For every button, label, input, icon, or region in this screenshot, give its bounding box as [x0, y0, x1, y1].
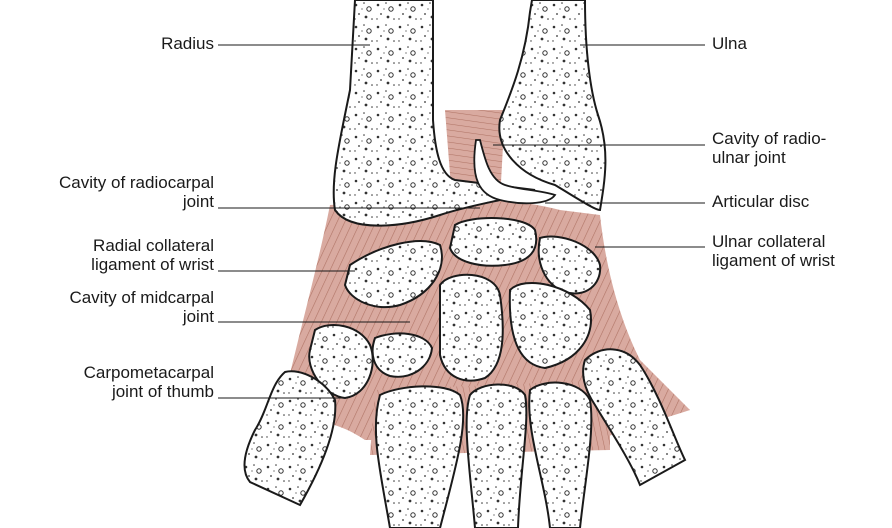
label-ulnar-collateral-ligament: Ulnar collateral ligament of wrist	[712, 232, 887, 270]
label-articular-disc: Articular disc	[712, 192, 887, 211]
label-radial-collateral-ligament: Radial collateral ligament of wrist	[0, 236, 214, 274]
label-radioulnar-cavity: Cavity of radio- ulnar joint	[712, 129, 887, 167]
label-radius: Radius	[40, 34, 214, 53]
label-radiocarpal-cavity: Cavity of radiocarpal joint	[0, 173, 214, 211]
metacarpal-thumb	[245, 371, 336, 505]
metacarpal-index	[376, 386, 463, 528]
label-midcarpal-cavity: Cavity of midcarpal joint	[0, 288, 214, 326]
capitate-bone	[440, 275, 503, 381]
label-ulna: Ulna	[712, 34, 882, 53]
metacarpal-ring	[529, 383, 591, 528]
label-carpometacarpal-thumb: Carpometacarpal joint of thumb	[0, 363, 214, 401]
lunate-bone	[450, 218, 536, 266]
ulna-bone	[499, 0, 605, 210]
metacarpal-middle	[467, 384, 527, 528]
